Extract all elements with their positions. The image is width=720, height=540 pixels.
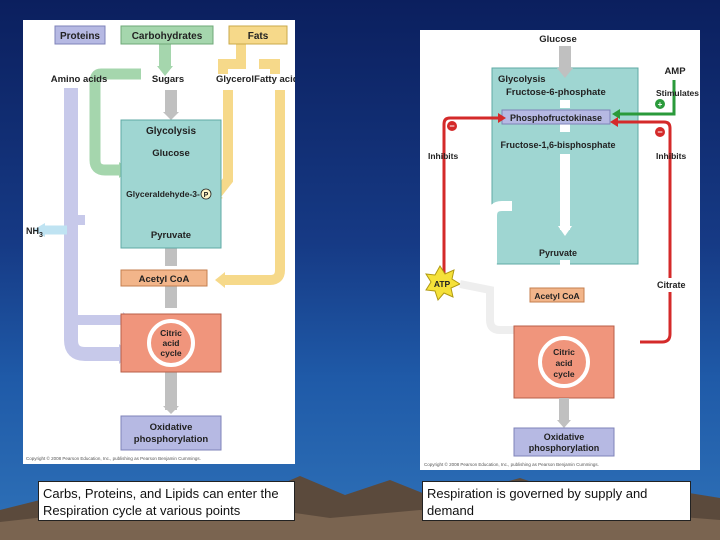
glycolysis-label: Glycolysis [498,74,546,85]
copyright-text: Copyright © 2008 Pearson Education, Inc.… [26,455,201,461]
glycerol-label: Glycerol [216,74,254,85]
phosphorylation-label: phosphorylation [529,443,600,453]
stimulates-label: Stimulates [656,88,699,98]
acid-label: acid [162,338,179,348]
fats-label: Fats [248,31,269,42]
phosphorylation-label: phosphorylation [134,434,209,445]
glycolysis-label: Glycolysis [146,126,196,137]
citric-acid-cycle-box [120,313,222,373]
citric-label: Citric [160,328,182,338]
citrate-label: Citrate [657,280,686,290]
catabolism-diagram-svg: Proteins Carbohydrates Fats Amino acids … [26,25,304,461]
plus-mark: + [658,100,663,109]
minus-icon-right [655,127,665,137]
sugars-label: Sugars [152,74,184,85]
g3p-label: Glyceraldehyde-3- [126,189,200,199]
cycle-label: cycle [553,369,575,379]
atp-label: ATP [434,279,451,289]
minus-icon-left [447,121,457,131]
glucose-label: Glucose [539,34,577,45]
plus-icon [655,99,665,109]
fructose-bisphosphate-label: Fructose-1,6-bisphosphate [500,140,615,150]
catabolism-diagram: Proteins Carbohydrates Fats Amino acids … [23,20,304,464]
pyruvate-label: Pyruvate [151,230,191,241]
acetyl-coa-label: Acetyl CoA [139,274,190,285]
glycolysis-box [120,119,222,249]
phosphate-mark: P [204,192,209,199]
caption-right: Respiration is governed by supply and de… [422,481,691,521]
cycle-arrow-icon [147,319,195,367]
cycle-arrow-icon [538,336,590,388]
proteins-box [54,25,106,45]
phosphofructokinase-label: Phosphofructokinase [510,113,602,123]
acid-label: acid [555,358,572,368]
proteins-label: Proteins [60,31,100,42]
nh3-label: NH3 [26,226,43,239]
acetyl-coa-box [529,287,585,303]
inhibits-label-right: Inhibits [656,151,686,161]
amino-acids-label: Amino acids [51,74,108,85]
oxidative-phosphorylation-box [513,427,615,457]
fructose-6-phosphate-label: Fructose-6-phosphate [506,87,606,98]
inhibits-label-left: Inhibits [428,151,458,161]
regulation-diagram-svg: Glucose Glycolysis Fructose-6-phosphate … [424,34,699,467]
atp-burst-icon [425,265,462,301]
oxidative-label: Oxidative [150,422,193,433]
oxidative-phosphorylation-box [120,415,222,451]
acetyl-coa-box [120,269,208,287]
acetyl-coa-label: Acetyl CoA [534,291,579,301]
cycle-label: cycle [160,348,182,358]
fats-box [228,25,288,45]
citric-label: Citric [553,347,575,357]
fatty-acids-label: Fatty acids [254,74,295,85]
carbohydrates-label: Carbohydrates [132,31,203,42]
minus-mark-left: − [449,121,454,131]
phosphate-icon [200,188,212,200]
minus-mark-right: − [657,127,662,137]
regulation-diagram: Glucose Glycolysis Fructose-6-phosphate … [420,30,700,470]
pyruvate-label: Pyruvate [539,248,577,258]
caption-left: Carbs, Proteins, and Lipids can enter th… [38,481,295,521]
glucose-label: Glucose [152,148,190,159]
copyright-text: Copyright © 2008 Pearson Education, Inc.… [424,461,599,467]
carbohydrates-box [120,25,214,45]
oxidative-label: Oxidative [544,432,585,442]
amp-label: AMP [664,66,686,77]
